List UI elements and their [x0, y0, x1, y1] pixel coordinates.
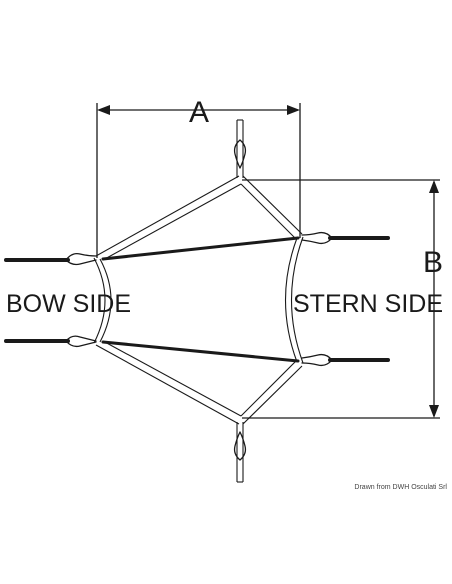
dock-lines [4, 236, 390, 363]
splice-stern-bottom [301, 353, 333, 367]
rope-bow-curve-outer [93, 257, 106, 344]
rope-stern-top-diagonal-inner [240, 183, 297, 240]
rope-stern-curve-inner [284, 237, 298, 363]
dimension-b [242, 179, 440, 419]
splice-bottom-post [233, 431, 247, 461]
rope-bow-top-diagonal-inner [102, 183, 242, 261]
bow-side-label: BOW SIDE [6, 290, 131, 318]
splice-top-post [233, 139, 247, 169]
spring-line-bottom [101, 340, 300, 363]
dimension-b-label: B [423, 246, 443, 279]
rope-stern-curve-outer [290, 236, 304, 364]
credit-text: Drawn from DWH Osculati Srl [354, 484, 447, 491]
rope-bow-top-diagonal [95, 175, 240, 257]
rope-bow-bottom-diagonal [95, 344, 240, 425]
splice-details [65, 139, 333, 461]
dimension-a-arrowhead-right [287, 105, 300, 115]
bridle-rope [93, 119, 304, 483]
rope-bow-curve-inner [99, 258, 112, 343]
dimension-a-arrowhead-left [97, 105, 110, 115]
dimension-a [96, 103, 301, 258]
rope-stern-top-diagonal [242, 175, 303, 235]
dimension-b-arrowhead-bottom [429, 405, 439, 418]
spring-line-top [101, 236, 300, 261]
splice-bow-bottom [65, 335, 97, 348]
rope-bow-bottom-diagonal-inner [102, 340, 242, 417]
rope-stern-bottom-diagonal-inner [240, 360, 297, 417]
dimension-a-label: A [189, 96, 209, 129]
rope-stern-bottom-diagonal [242, 365, 303, 425]
splice-bow-top [65, 252, 97, 266]
stern-side-label: STERN SIDE [293, 290, 443, 318]
dimension-b-arrowhead-top [429, 180, 439, 193]
splice-stern-top [301, 231, 333, 245]
